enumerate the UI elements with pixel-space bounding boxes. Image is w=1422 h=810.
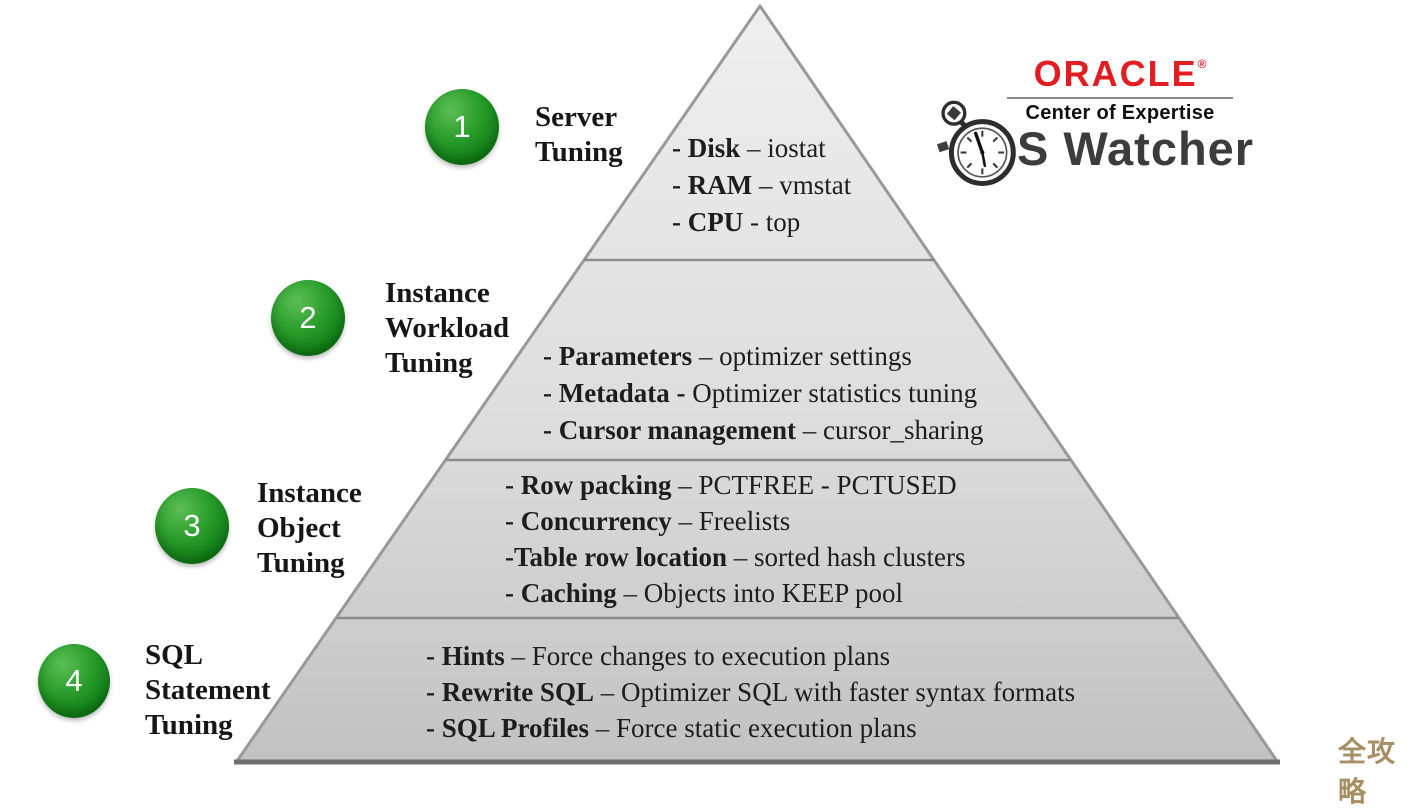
level-2-items: - Parameters – optimizer settings - Meta… bbox=[543, 338, 983, 449]
oracle-os-watcher-logo: ORACLE® Center of Expertise bbox=[935, 53, 1275, 188]
list-item: - RAM – vmstat bbox=[672, 170, 852, 200]
level-2-label: Instance Workload Tuning bbox=[385, 276, 509, 381]
tuning-pyramid-diagram: 1 Server Tuning - Disk – iostat - RAM – … bbox=[38, 4, 1395, 807]
watermark-text: 全攻略 bbox=[1338, 736, 1397, 807]
level-4-items: - Hints – Force changes to execution pla… bbox=[426, 638, 1075, 746]
list-item: - SQL Profiles – Force static execution … bbox=[426, 713, 917, 743]
registered-mark: ® bbox=[1197, 57, 1207, 71]
list-item: - Cursor management – cursor_sharing bbox=[543, 415, 984, 445]
level-3-badge: 3 bbox=[155, 488, 229, 564]
level-1-label-line: Server bbox=[535, 101, 618, 133]
level-3-number: 3 bbox=[183, 508, 201, 543]
level-4-label-line: Statement bbox=[145, 674, 271, 706]
list-item: - Metadata - Optimizer statistics tuning bbox=[543, 378, 978, 408]
list-item: - CPU - top bbox=[672, 207, 801, 237]
oracle-wordmark: ORACLE® bbox=[1033, 53, 1207, 94]
level-2-label-line: Instance bbox=[385, 277, 490, 309]
level-4-label-line: Tuning bbox=[145, 709, 233, 741]
list-item: - Hints – Force changes to execution pla… bbox=[426, 641, 891, 671]
level-2-badge: 2 bbox=[271, 280, 345, 356]
list-item: - Disk – iostat bbox=[672, 133, 826, 163]
level-2-label-line: Workload bbox=[385, 312, 510, 344]
stopwatch-icon bbox=[937, 100, 1016, 186]
list-item: - Row packing – PCTFREE - PCTUSED bbox=[505, 470, 957, 500]
level-4-label: SQL Statement Tuning bbox=[145, 638, 271, 743]
pyramid-shape bbox=[234, 4, 1280, 765]
level-3-label-line: Tuning bbox=[257, 547, 345, 579]
level-1-label-line: Tuning bbox=[535, 136, 623, 168]
level-1-number: 1 bbox=[453, 109, 471, 144]
level-2-number: 2 bbox=[299, 300, 317, 335]
level-1-badge: 1 bbox=[425, 89, 499, 165]
os-watcher-title: S Watcher bbox=[1017, 122, 1255, 175]
level-1-label: Server Tuning bbox=[535, 100, 623, 170]
list-item: - Parameters – optimizer settings bbox=[543, 341, 912, 371]
level-3-label-line: Instance bbox=[257, 477, 362, 509]
logo-divider-line bbox=[1007, 97, 1233, 99]
list-item: - Concurrency – Freelists bbox=[505, 506, 791, 536]
level-4-number: 4 bbox=[65, 663, 83, 698]
list-item: - Rewrite SQL – Optimizer SQL with faste… bbox=[426, 677, 1076, 707]
level-2-label-line: Tuning bbox=[385, 347, 473, 379]
level-1-items: - Disk – iostat - RAM – vmstat - CPU - t… bbox=[672, 130, 851, 241]
level-3-label-line: Object bbox=[257, 512, 341, 544]
level-4-label-line: SQL bbox=[145, 639, 204, 671]
center-of-expertise-label: Center of Expertise bbox=[1025, 102, 1215, 124]
level-3-label: Instance Object Tuning bbox=[257, 476, 362, 581]
level-3-items: - Row packing – PCTFREE - PCTUSED - Conc… bbox=[505, 467, 965, 611]
list-item: -Table row location – sorted hash cluste… bbox=[505, 542, 966, 572]
list-item: - Caching – Objects into KEEP pool bbox=[505, 578, 903, 608]
level-4-badge: 4 bbox=[38, 644, 110, 718]
